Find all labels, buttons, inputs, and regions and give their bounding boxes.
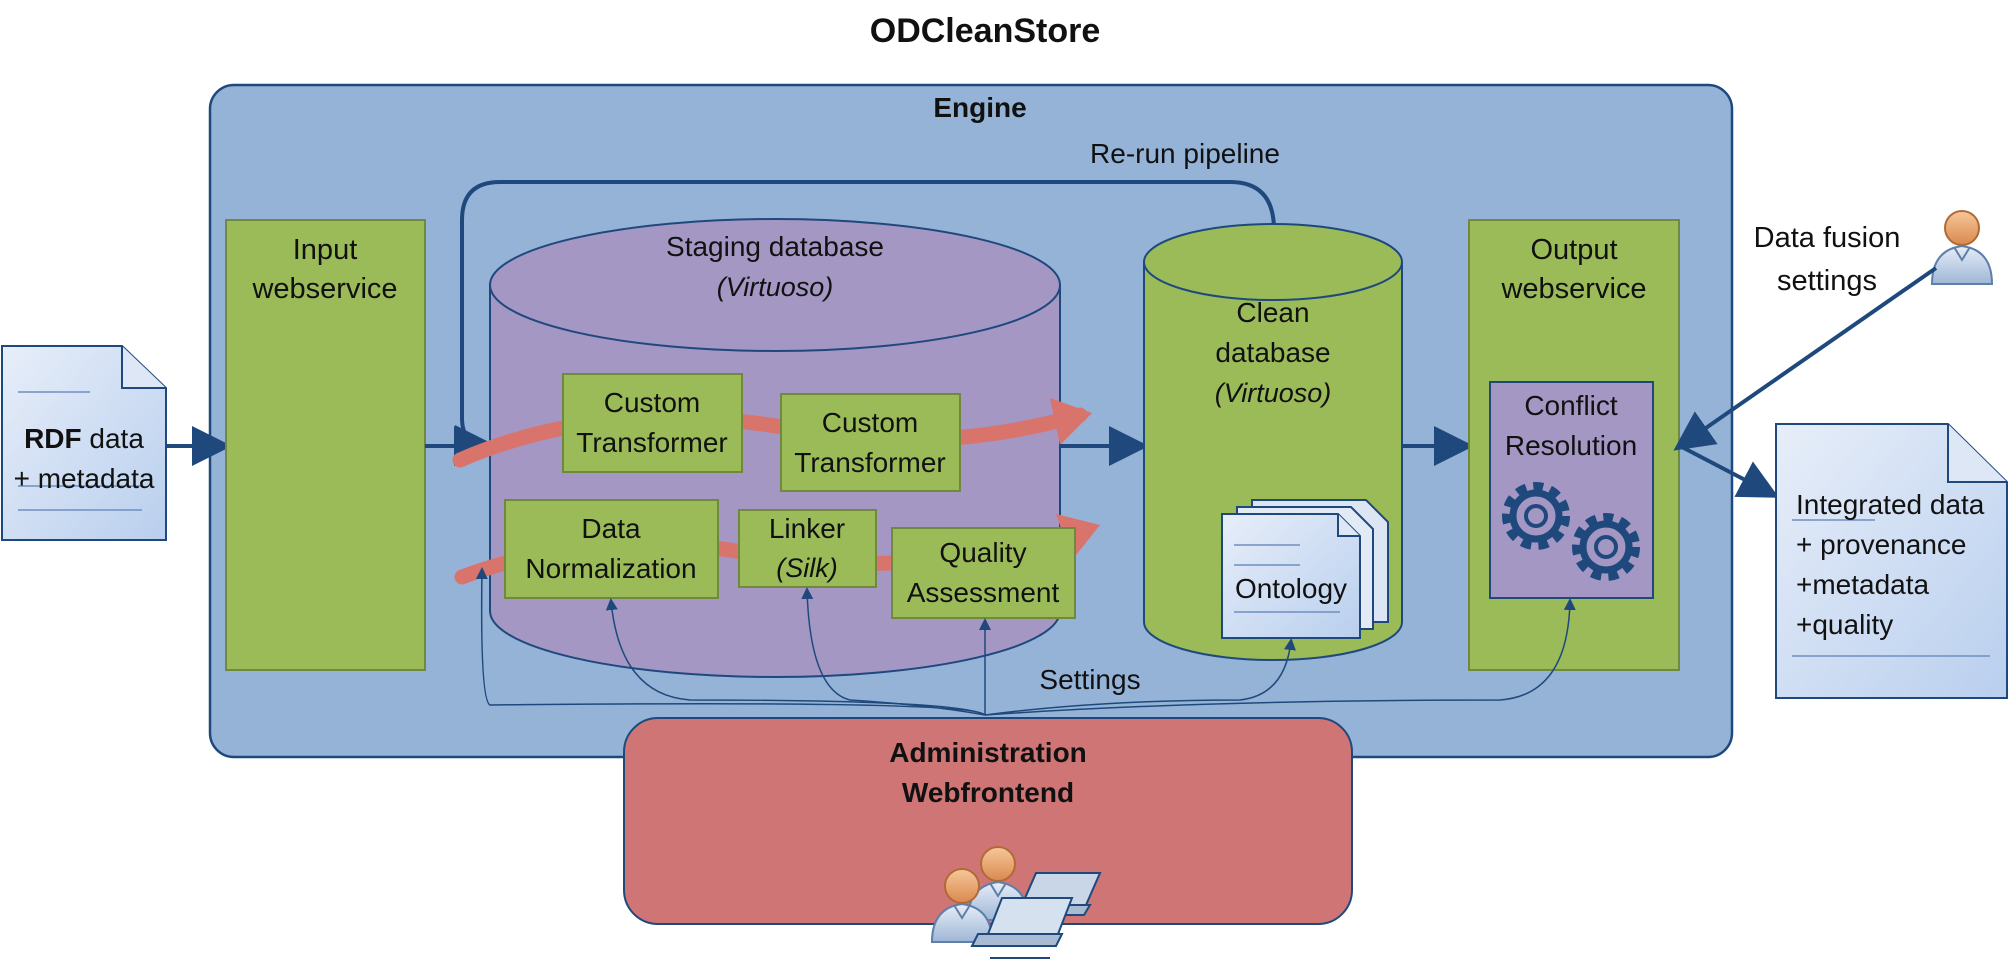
admin-users <box>931 846 1102 959</box>
custom-transformer-1-line2: Transformer <box>576 427 727 458</box>
custom-transformer-1 <box>562 373 743 473</box>
ontology-label: Ontology <box>1235 573 1347 604</box>
data-label: data <box>82 423 145 454</box>
quality-assessment-line2: Assessment <box>907 577 1060 608</box>
input-webservice-line2: webservice <box>251 273 397 305</box>
fusion-settings-arrow <box>1673 266 1938 451</box>
clean-db-line3: (Virtuoso) <box>1215 378 1332 408</box>
output-doc-line2: + provenance <box>1796 529 1966 560</box>
output-doc-line3: +metadata <box>1796 569 1930 600</box>
rerun-pipeline-label: Re-run pipeline <box>1090 138 1280 169</box>
clean-db-line2: database <box>1215 337 1330 368</box>
document-icon <box>1775 423 2008 699</box>
staging-db-label: Staging database <box>666 231 884 262</box>
staging-db-virtuoso: (Virtuoso) <box>717 272 834 302</box>
ontology-documents <box>1221 499 1389 639</box>
diagram-title: ODCleanStore <box>870 12 1101 50</box>
output-arrow <box>1679 444 1780 498</box>
pipeline-flow-bottom-head <box>1056 514 1100 560</box>
custom-transformer-1-line1: Custom <box>604 387 700 418</box>
quality-assessment-line1: Quality <box>939 537 1026 568</box>
linker <box>738 509 877 588</box>
user-icon <box>1931 210 1993 285</box>
svg-text:RDF data: RDF data <box>24 423 144 454</box>
output-document <box>1775 423 2008 699</box>
data-normalization <box>504 499 719 599</box>
output-doc-line1: Integrated data <box>1796 489 1985 520</box>
input-document: RDF data + metadata <box>1 345 167 541</box>
document-icon <box>1 345 167 541</box>
data-normalization-line1: Data <box>581 513 641 544</box>
input-webservice <box>225 219 426 671</box>
settings-label: Settings <box>1039 664 1140 695</box>
linker-line2: (Silk) <box>776 553 838 583</box>
output-doc-line4: +quality <box>1796 609 1893 640</box>
engine-label: Engine <box>933 92 1026 123</box>
data-normalization-line2: Normalization <box>525 553 696 584</box>
conflict-resolution-line1: Conflict <box>1524 390 1618 421</box>
quality-assessment <box>891 527 1076 619</box>
custom-transformer-2-line2: Transformer <box>794 447 945 478</box>
custom-transformer-2-line1: Custom <box>822 407 918 438</box>
input-webservice-line1: Input <box>293 234 358 266</box>
rdf-label: RDF <box>24 423 82 454</box>
custom-transformer-2 <box>780 393 961 492</box>
laptop-icon <box>970 897 1074 959</box>
fusion-settings-line1: Data fusion <box>1754 222 1901 254</box>
fusion-settings-line2: settings <box>1777 265 1877 297</box>
pipeline-flow-top-head <box>1050 398 1092 445</box>
admin-line2: Webfrontend <box>902 777 1074 808</box>
clean-db-line1: Clean <box>1236 297 1309 328</box>
output-webservice-line1: Output <box>1530 234 1617 266</box>
settings-connectors <box>475 567 1576 716</box>
output-webservice-line2: webservice <box>1500 273 1646 305</box>
conflict-resolution-line2: Resolution <box>1505 430 1637 461</box>
linker-line1: Linker <box>769 513 845 544</box>
admin-line1: Administration <box>889 737 1087 768</box>
metadata-label: + metadata <box>14 463 155 494</box>
